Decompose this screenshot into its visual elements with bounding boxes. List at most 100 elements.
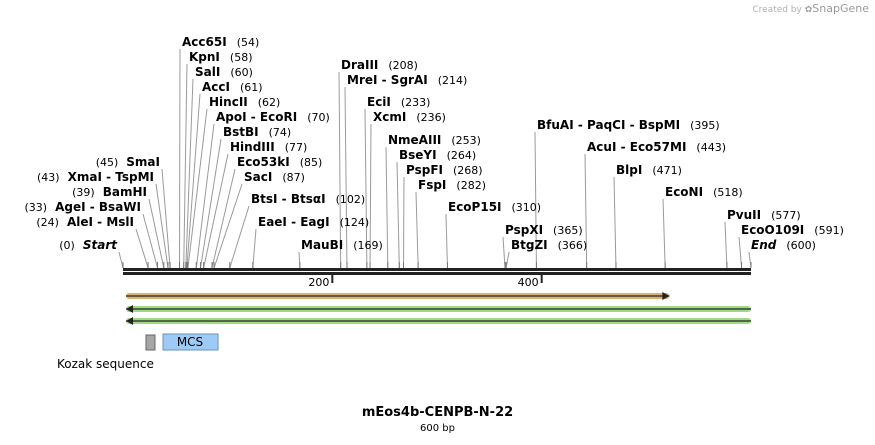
leader-blpi <box>613 176 617 269</box>
scale-label-400: 400 <box>518 276 539 289</box>
leader-kpni <box>183 63 188 269</box>
leader-xcmi <box>369 123 372 269</box>
enzyme-label-start[interactable]: Start <box>83 238 118 252</box>
scale-label-200: 200 <box>308 276 329 289</box>
enzyme-label-apoi-ecori[interactable]: ApoI - EcoRI <box>216 110 297 124</box>
enzyme-label-blpi[interactable]: BlpI <box>616 163 642 177</box>
enzyme-label-smai[interactable]: SmaI <box>126 155 160 169</box>
enzyme-label-saci[interactable]: SacI <box>244 170 272 184</box>
enzyme-position-blpi: (471) <box>652 164 682 177</box>
enzyme-label-eco53ki[interactable]: Eco53kI <box>237 155 290 169</box>
enzyme-label-end[interactable]: End <box>751 238 777 252</box>
enzyme-label-btsi-bts-i[interactable]: BtsI - BtsαI <box>251 192 326 206</box>
enzyme-label-maubi[interactable]: MauBI <box>301 238 343 252</box>
enzyme-position-saci: (87) <box>282 171 305 184</box>
enzyme-label-xmai-tspmi[interactable]: XmaI - TspMI <box>68 170 154 184</box>
enzyme-label-bamhi[interactable]: BamHI <box>103 185 147 199</box>
enzyme-position-pspfi: (268) <box>453 164 483 177</box>
enzyme-label-nmeaiii[interactable]: NmeAIII <box>388 133 441 147</box>
cut-site-marks <box>122 262 752 268</box>
enzyme-position-nmeaiii: (253) <box>451 134 481 147</box>
enzyme-leader-lines <box>118 48 752 269</box>
leader-alei-msli <box>135 228 149 269</box>
enzyme-labels: Acc65I(54)KpnI(58)SalI(60)AccI(61)HincII… <box>25 35 844 252</box>
kozak-label: Kozak sequence <box>57 357 154 371</box>
feature-arrows <box>126 292 751 325</box>
enzyme-label-alei-msli[interactable]: AleI - MslI <box>67 215 134 229</box>
enzyme-label-acc65i[interactable]: Acc65I <box>182 35 227 49</box>
leader-mrei-sgrai <box>344 86 348 269</box>
enzyme-label-ecoo109i[interactable]: EcoO109I <box>741 223 804 237</box>
enzyme-label-xcmi[interactable]: XcmI <box>373 110 406 124</box>
orange-forward-arrow[interactable] <box>126 292 670 300</box>
backbone-top <box>123 268 751 271</box>
leader-xmai-tspmi <box>155 183 169 269</box>
enzyme-label-fspi[interactable]: FspI <box>418 178 446 192</box>
enzyme-position-pspxi: (365) <box>553 224 583 237</box>
enzyme-label-pvuii[interactable]: PvuII <box>727 208 761 222</box>
enzyme-label-mrei-sgrai[interactable]: MreI - SgrAI <box>347 73 428 87</box>
green-reverse-arrow-1[interactable] <box>126 305 751 313</box>
enzyme-label-ecop15i[interactable]: EcoP15I <box>448 200 502 214</box>
enzyme-label-acui-eco57mi[interactable]: AcuI - Eco57MI <box>587 140 686 154</box>
sequence-length: 600 bp <box>420 423 455 434</box>
enzyme-label-pspxi[interactable]: PspXI <box>505 223 543 237</box>
enzyme-position-eco53ki: (85) <box>300 156 323 169</box>
leader-econi <box>662 198 666 269</box>
leader-bamhi <box>148 198 165 269</box>
enzyme-position-smai: (45) <box>96 156 119 169</box>
enzyme-position-hindiii: (77) <box>285 141 308 154</box>
credit-prefix: Created by <box>752 5 802 15</box>
leader-pvuii <box>724 221 728 269</box>
leader-start <box>118 251 124 269</box>
mcs-box[interactable] <box>162 333 219 351</box>
leader-ecop15i <box>445 213 448 269</box>
enzyme-label-sali[interactable]: SalI <box>195 65 220 79</box>
leader-nmeaiii <box>385 146 389 269</box>
enzyme-label-kpni[interactable]: KpnI <box>189 50 220 64</box>
green-reverse-arrow-2[interactable] <box>126 317 751 325</box>
scale-ticks: 200 400 <box>308 275 543 289</box>
enzyme-position-btsi-bts-i: (102) <box>336 193 366 206</box>
enzyme-position-bamhi: (39) <box>72 186 95 199</box>
snapgene-credit: Created by ✿SnapGene <box>752 2 869 15</box>
enzyme-position-eaei-eagi: (124) <box>340 216 370 229</box>
enzyme-label-acci[interactable]: AccI <box>202 80 230 94</box>
enzyme-position-agei-bsawi: (33) <box>25 201 48 214</box>
leader-bstbi <box>199 138 222 269</box>
enzyme-position-acc65i: (54) <box>237 36 260 49</box>
enzyme-label-hincii[interactable]: HincII <box>209 95 248 109</box>
enzyme-position-kpni: (58) <box>230 51 253 64</box>
enzyme-label-pspfi[interactable]: PspFI <box>406 163 443 177</box>
enzyme-label-eaei-eagi[interactable]: EaeI - EagI <box>258 215 330 229</box>
enzyme-position-sali: (60) <box>230 66 253 79</box>
enzyme-label-bfuai-paqci-bspmi[interactable]: BfuAI - PaqCI - BspMI <box>537 118 680 132</box>
enzyme-label-hindiii[interactable]: HindIII <box>230 140 275 154</box>
enzyme-position-end: (600) <box>786 239 816 252</box>
enzyme-position-econi: (518) <box>713 186 743 199</box>
enzyme-position-hincii: (62) <box>258 96 281 109</box>
enzyme-position-xcmi: (236) <box>416 111 446 124</box>
leader-eaei-eagi <box>252 228 257 269</box>
enzyme-label-bseyi[interactable]: BseYI <box>399 148 437 162</box>
leader-hincii <box>187 108 208 269</box>
green-reverse-arrow-2-arrowhead-icon <box>126 317 134 325</box>
snapgene-logo-icon: ✿ <box>804 5 813 15</box>
mcs-label: MCS <box>177 335 203 349</box>
enzyme-position-draiii: (208) <box>388 59 418 72</box>
credit-brand: SnapGene <box>812 2 869 15</box>
enzyme-label-agei-bsawi[interactable]: AgeI - BsaWI <box>55 200 141 214</box>
leader-saci <box>213 183 243 269</box>
enzyme-label-econi[interactable]: EcoNI <box>665 185 703 199</box>
kozak-box[interactable] <box>145 334 156 351</box>
sequence-title: mEos4b-CENPB-N-22 <box>361 405 514 420</box>
leader-sali <box>185 78 194 269</box>
enzyme-label-draiii[interactable]: DraIII <box>341 58 378 72</box>
leader-acci <box>186 93 201 269</box>
leader-eco53ki <box>211 168 236 269</box>
enzyme-label-btgzi[interactable]: BtgZI <box>511 238 548 252</box>
enzyme-label-bstbi[interactable]: BstBI <box>223 125 259 139</box>
leader-fspi <box>415 191 419 269</box>
enzyme-label-ecii[interactable]: EciI <box>367 95 391 109</box>
